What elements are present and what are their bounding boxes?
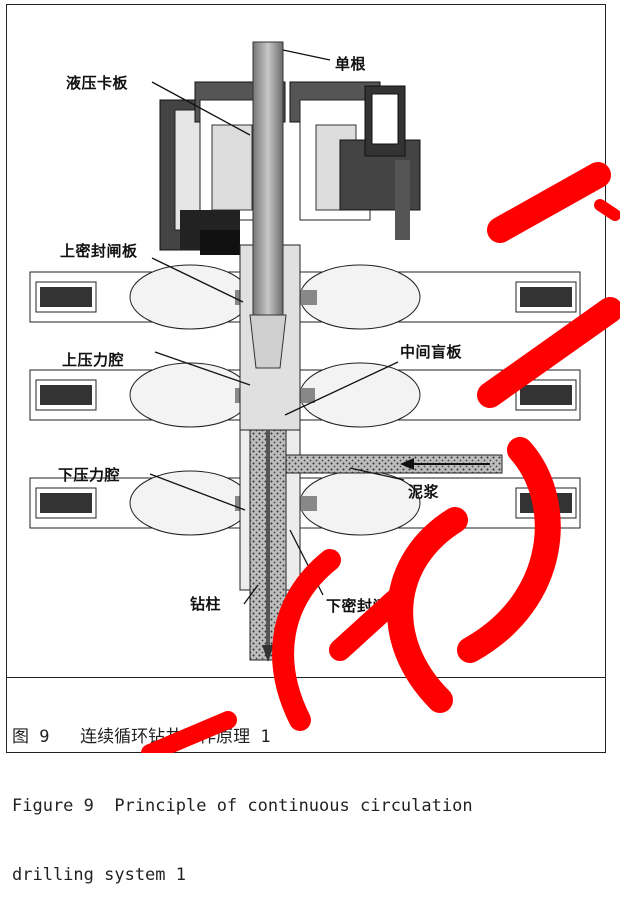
single-pipe (252, 41, 284, 343)
label-mud: 泥浆 (408, 483, 440, 501)
mud-flow-arrow (400, 458, 414, 470)
label-lower-pressure-chamber: 下压力腔 (58, 466, 121, 484)
middle-blind-ram-assembly (29, 362, 581, 428)
pipe-pin-end (249, 314, 287, 369)
upper-seal-ram-assembly (29, 264, 581, 330)
caption-line-cn: 图 9 连续循环钻井工作原理 1 (12, 727, 271, 747)
flow-arrow-down (262, 645, 274, 662)
label-middle-blind-ram: 中间盲板 (400, 343, 463, 361)
label-upper-seal-ram: 上密封闸板 (60, 242, 138, 260)
circulation-system-diagram (29, 41, 581, 662)
label-drill-string: 钻柱 (190, 595, 222, 613)
label-lower-seal-ram: 下密封闸板 (326, 597, 404, 615)
figure-caption: 图 9 连续循环钻井工作原理 1 Figure 9 Principle of c… (12, 680, 602, 910)
label-single-pipe: 单根 (335, 55, 367, 73)
label-hydraulic-slip: 液压卡板 (66, 74, 129, 92)
caption-line-en-2: drilling system 1 (12, 865, 186, 885)
caption-line-en-1: Figure 9 Principle of continuous circula… (12, 796, 473, 816)
label-upper-pressure-chamber: 上压力腔 (62, 351, 125, 369)
